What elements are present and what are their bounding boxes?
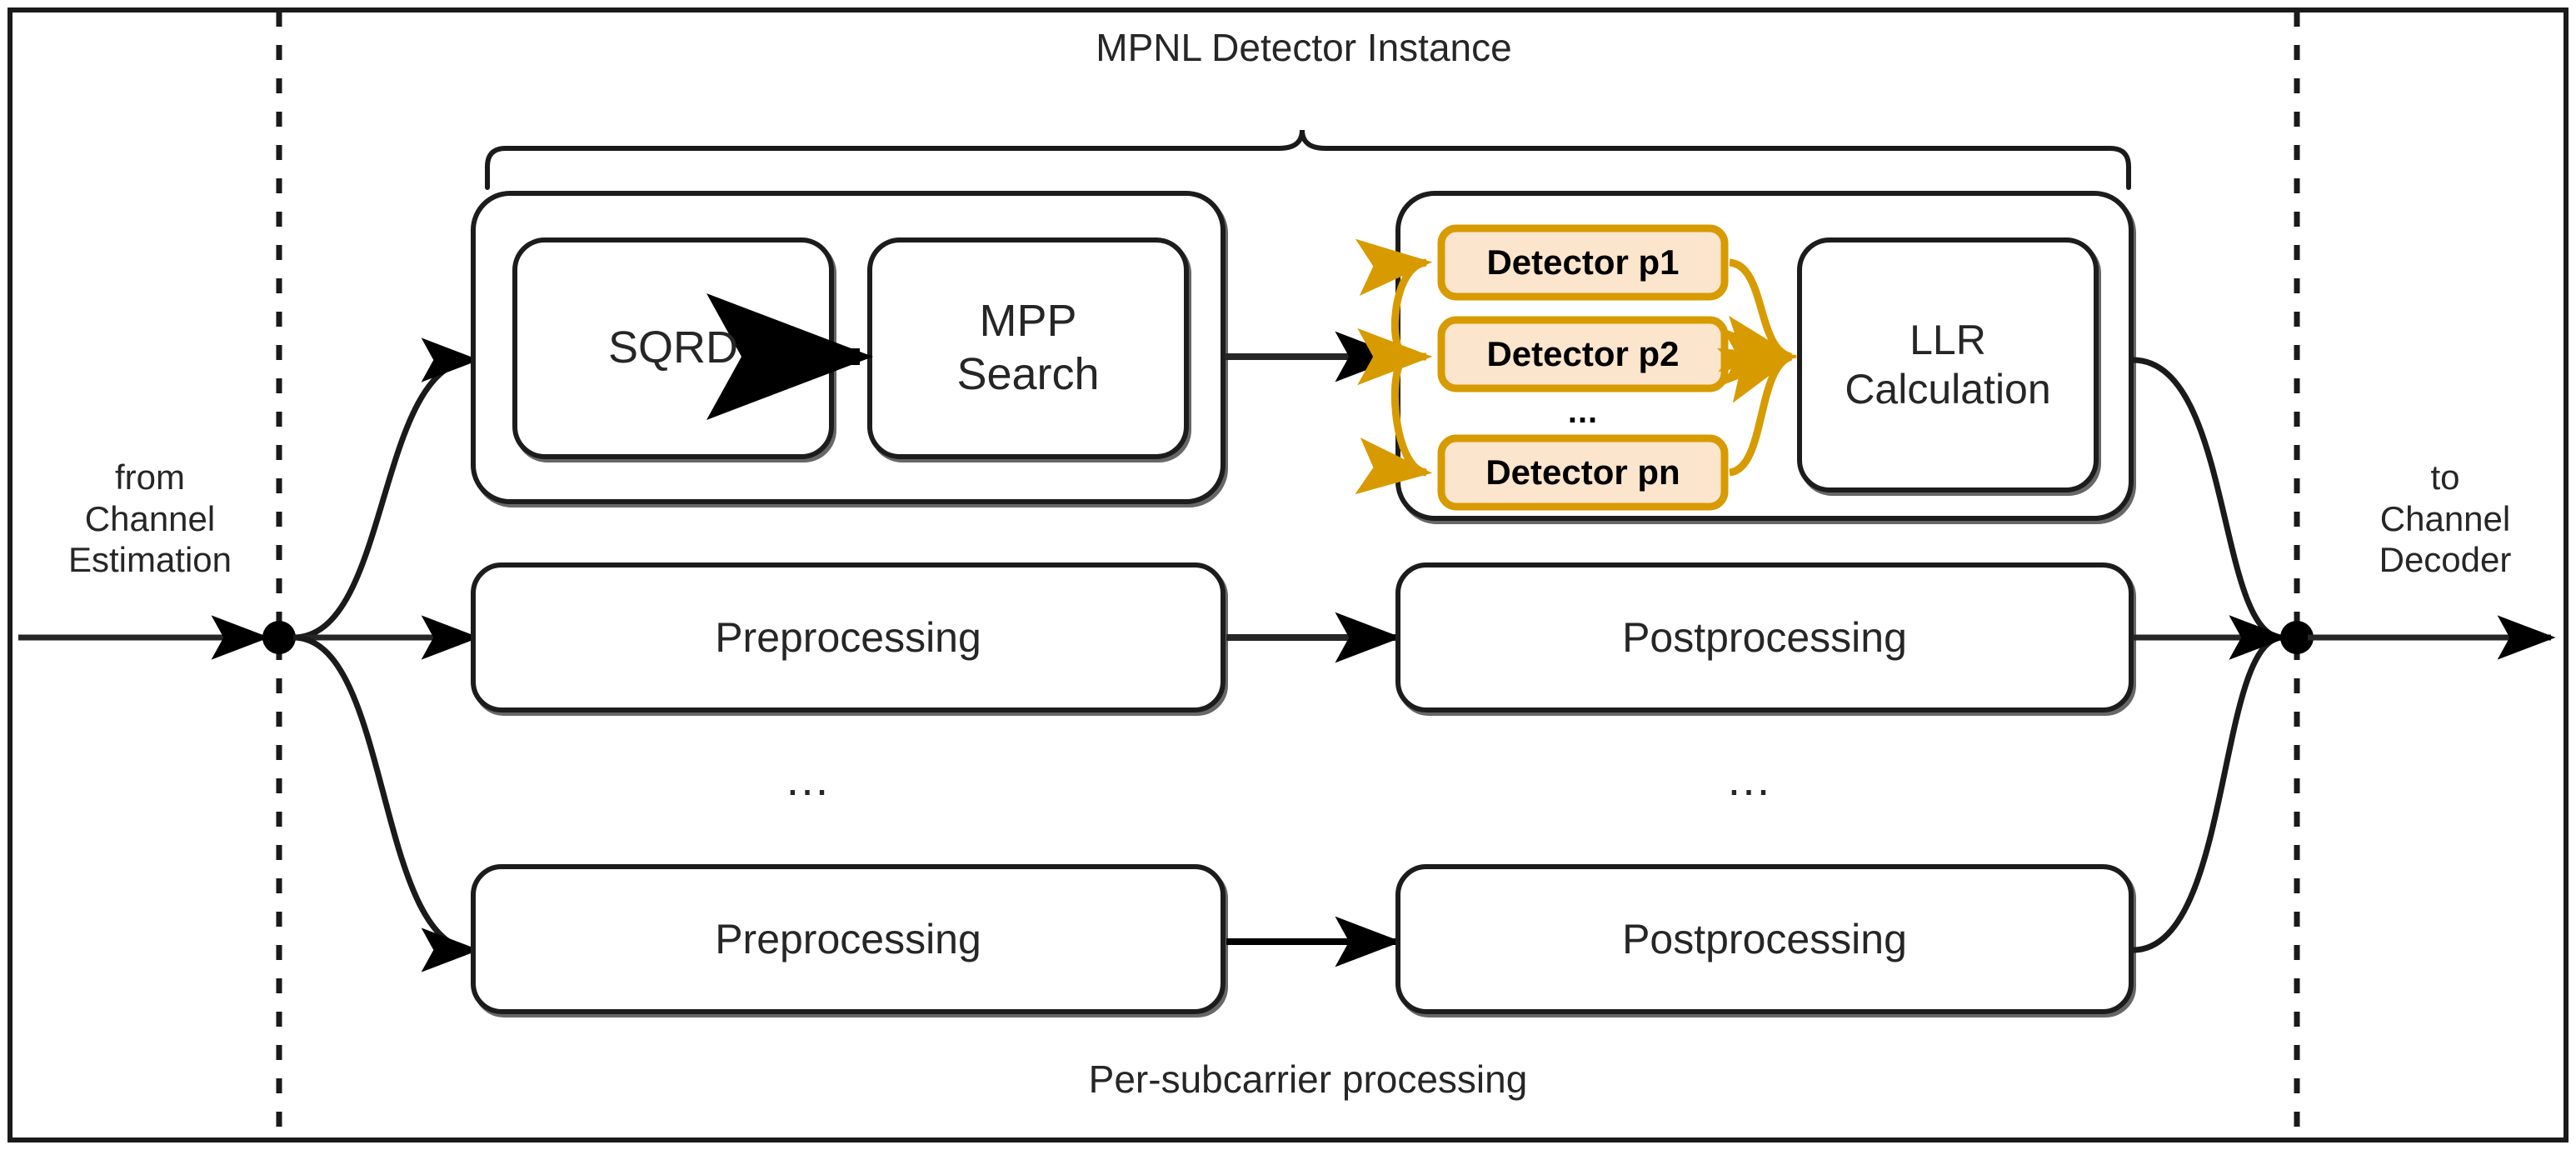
detector-pn-box[interactable] bbox=[1437, 434, 1729, 511]
output-arrow bbox=[2280, 615, 2556, 660]
preprocessing-n-box[interactable] bbox=[471, 864, 1226, 1014]
input-fanout-curves bbox=[292, 338, 480, 972]
input-arrow bbox=[18, 615, 296, 660]
detector-p1-box[interactable] bbox=[1437, 224, 1729, 301]
detector-p2-box[interactable] bbox=[1437, 316, 1729, 392]
postprocessing-n-box[interactable] bbox=[1395, 864, 2134, 1014]
output-fanin-curves bbox=[2132, 357, 2288, 953]
mpnl-brace bbox=[485, 129, 2131, 190]
mpp-search-box[interactable] bbox=[867, 238, 1189, 459]
detector-fanout-curves bbox=[1355, 239, 1433, 494]
sqrd-box[interactable] bbox=[512, 238, 834, 459]
preprocessing-1-box[interactable] bbox=[471, 562, 1226, 712]
llr-calculation-box[interactable] bbox=[1797, 238, 2099, 492]
postprocessing-1-box[interactable] bbox=[1395, 562, 2134, 712]
detector-fanin-curves bbox=[1716, 258, 1798, 477]
outer-frame bbox=[7, 8, 2569, 1142]
